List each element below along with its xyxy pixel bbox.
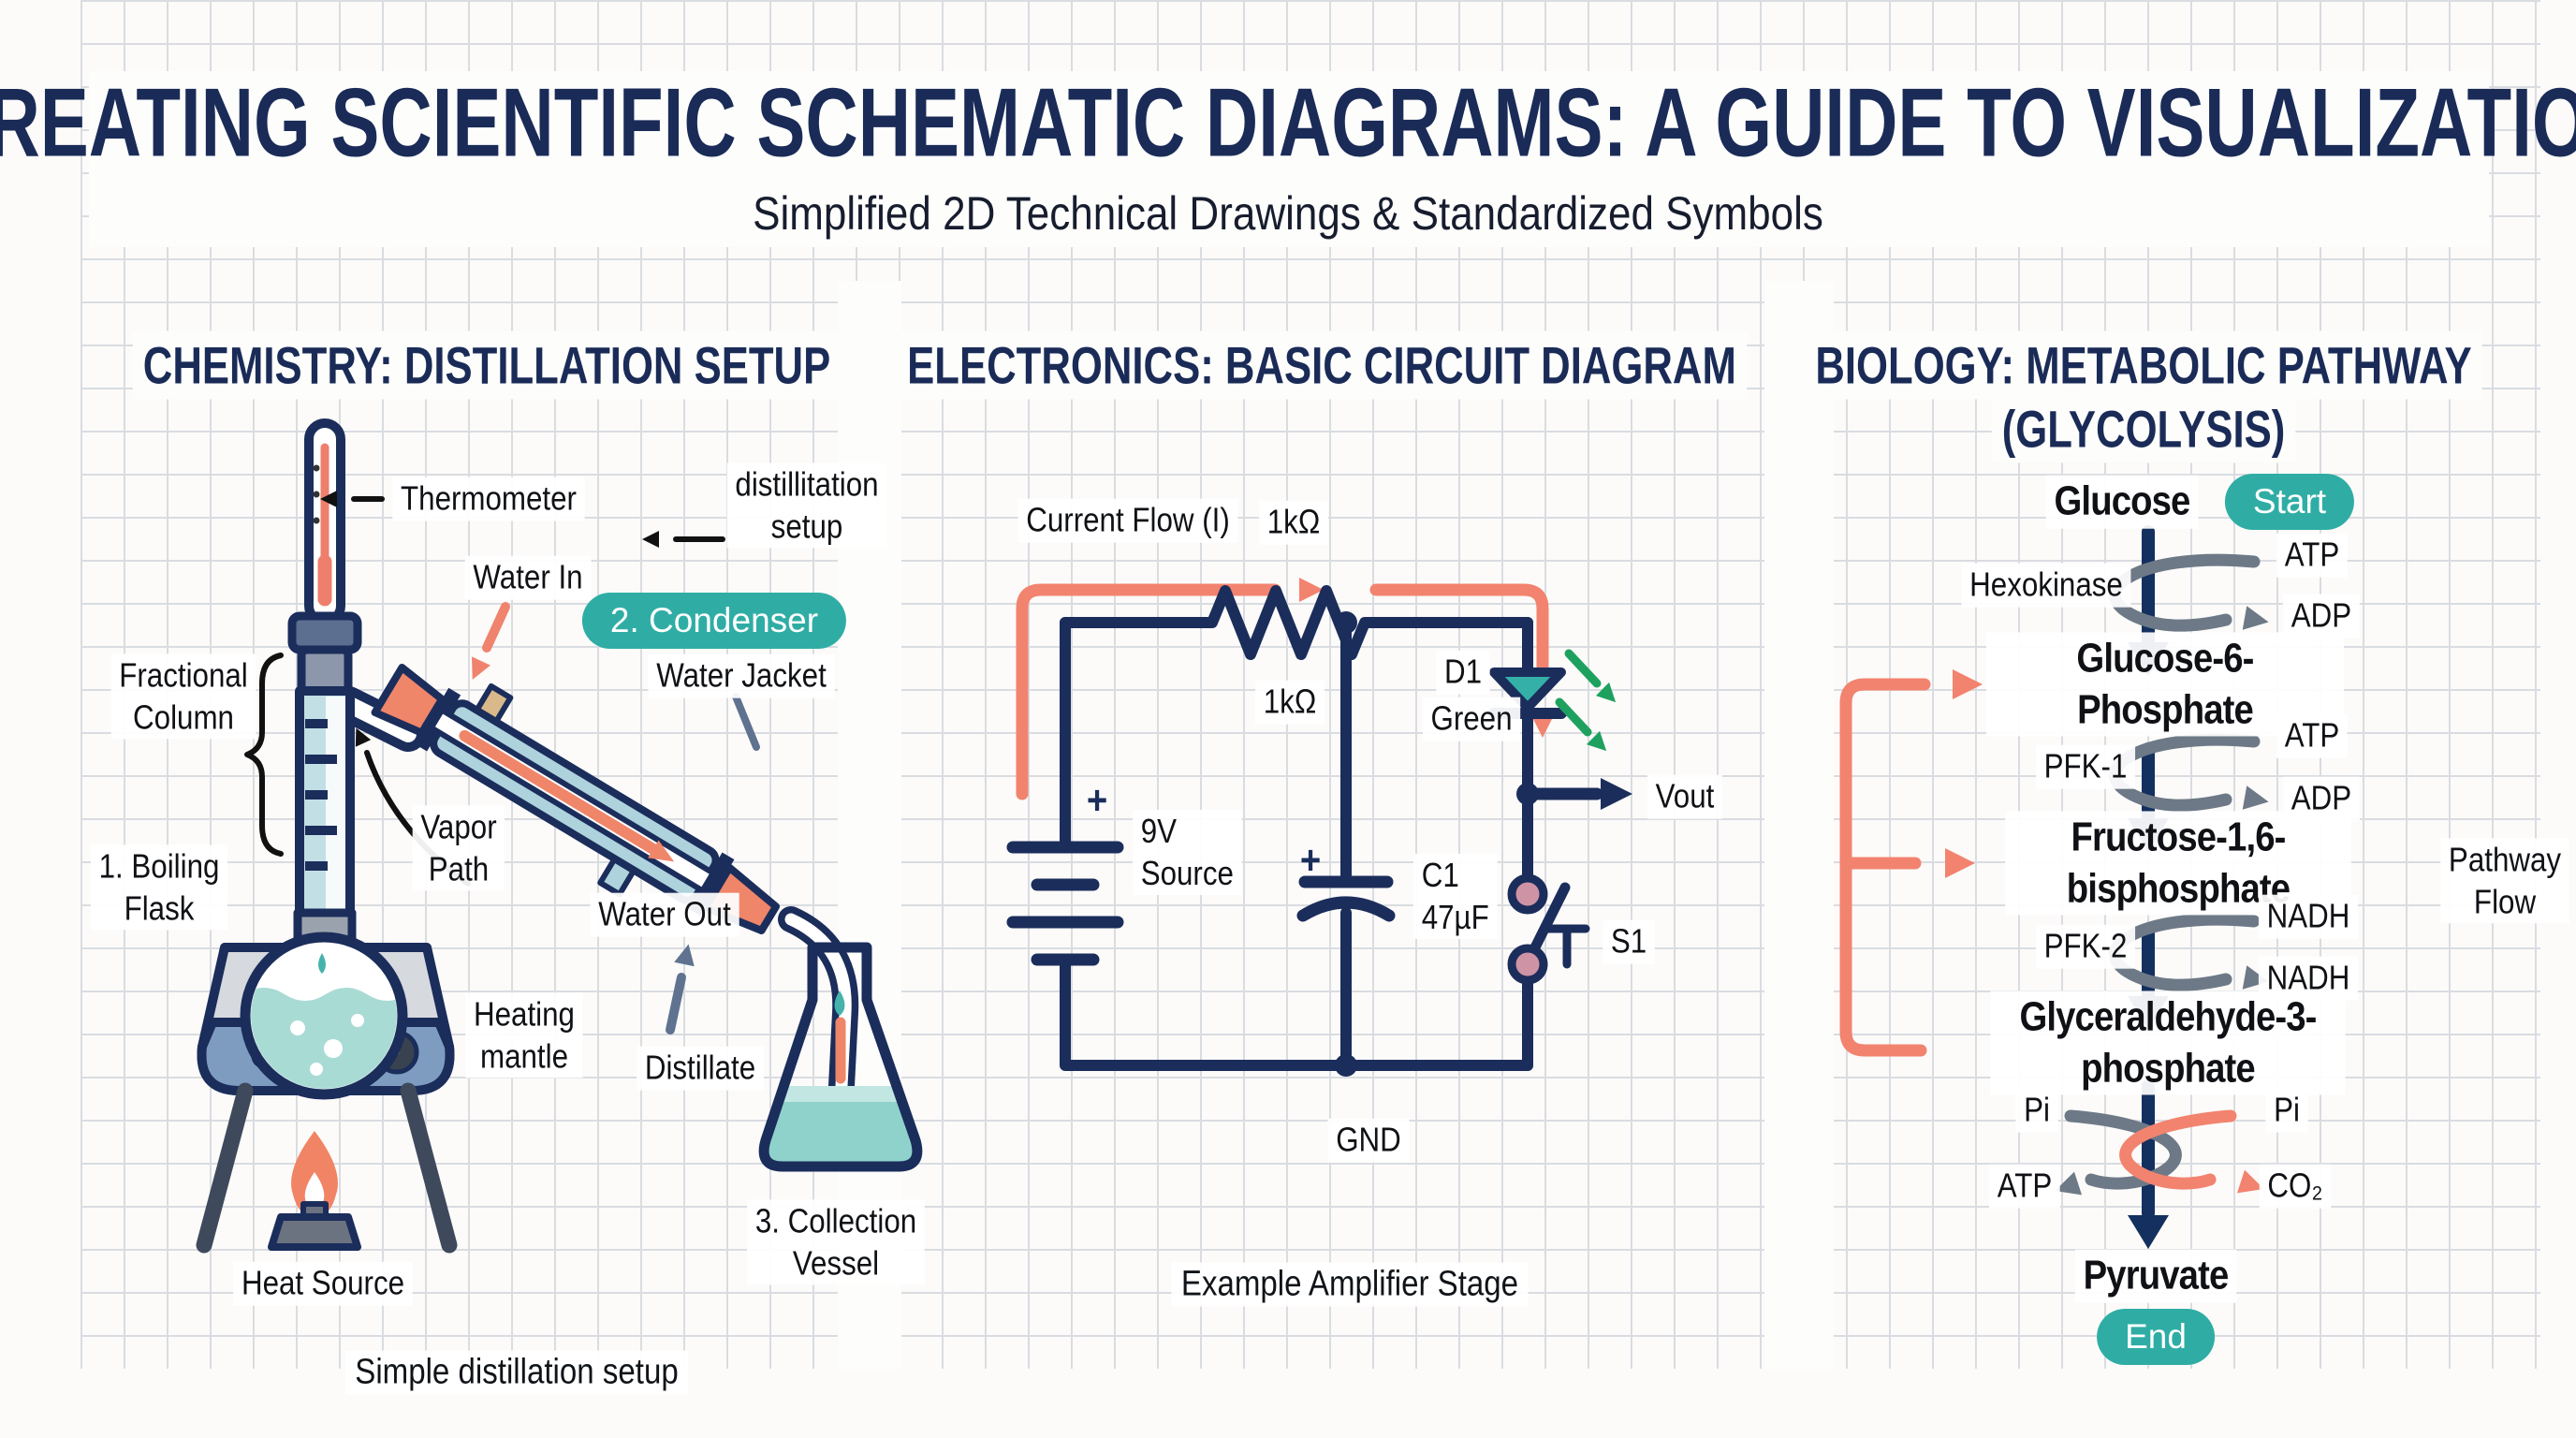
cofactor-co2: CO₂: [2259, 1164, 2332, 1209]
label-distillate: Distillate: [637, 1046, 764, 1091]
label-battery-plus: +: [1086, 777, 1108, 824]
cofactor-adp-1: ADP: [2283, 594, 2360, 638]
enzyme-pfk2: PFK-2: [2035, 924, 2136, 969]
page-subtitle: Simplified 2D Technical Drawings & Stand…: [753, 187, 1823, 240]
header-band: [89, 71, 2489, 247]
label-distillation-setup-note: distillitation setup: [726, 462, 887, 549]
cofactor-atp-2: ATP: [2276, 713, 2348, 758]
label-collection-vessel: 3. Collection Vessel: [747, 1199, 925, 1285]
end-badge: End: [2097, 1309, 2215, 1365]
cofactor-curve-arrows: [2109, 553, 2261, 991]
glycolysis-illustration: [1839, 525, 2269, 1249]
final-cross-arrows: [2064, 1109, 2237, 1190]
metabolite-g3p: Glyceraldehyde-3-phosphate: [1990, 990, 2346, 1095]
switch-symbol: [1507, 873, 1590, 985]
label-diode-color: Green: [1422, 697, 1521, 741]
label-heating-mantle: Heating mantle: [465, 992, 583, 1078]
label-gnd: GND: [1327, 1118, 1410, 1163]
stillhead-adapter: [287, 611, 362, 697]
label-capacitor-value: C1 47µF: [1413, 854, 1498, 940]
label-water-in: Water In: [464, 555, 592, 600]
cofactor-atp-3: ATP: [1989, 1164, 2060, 1209]
chemistry-pointer-arrows: [244, 491, 760, 1034]
label-thermometer: Thermometer: [392, 477, 585, 521]
biology-panel-header-line1: BIOLOGY: METABOLIC PATHWAY: [1805, 330, 2482, 400]
panel-gutter-1: [838, 281, 901, 1369]
label-vapor-path: Vapor Path: [412, 805, 505, 891]
fractionating-column: [295, 686, 355, 920]
label-water-jacket: Water Jacket: [648, 653, 835, 698]
cofactor-pi-right: Pi: [2265, 1088, 2308, 1133]
condenser-illustration: [371, 663, 781, 934]
label-resistor-value-bottom: 1kΩ: [1255, 680, 1325, 725]
label-boiling-flask: 1. Boiling Flask: [90, 844, 228, 931]
current-flow-arrow: [1016, 583, 1549, 800]
metabolite-f16bp: Fructose-1,6-bisphosphate: [2005, 811, 2351, 916]
label-pathway-flow: Pathway Flow: [2440, 838, 2569, 924]
junction-dot: [1335, 1054, 1357, 1077]
label-switch-ref: S1: [1603, 919, 1655, 964]
junction-dot: [1516, 783, 1539, 805]
label-vout: Vout: [1647, 774, 1723, 819]
distillation-illustration: [196, 418, 923, 1254]
electronics-caption: Example Amplifier Stage: [1171, 1262, 1529, 1307]
led-light-arrows: [1555, 649, 1602, 737]
label-water-out: Water Out: [590, 892, 739, 937]
cofactor-nadh-1: NADH: [2258, 894, 2359, 939]
collection-vessel-illustration: [758, 942, 923, 1172]
resistor-symbol: [1060, 585, 1533, 660]
page-title: CREATING SCIENTIFIC SCHEMATIC DIAGRAMS: …: [0, 68, 2576, 178]
metabolite-pyruvate: Pyruvate: [2074, 1249, 2237, 1303]
chemistry-panel-header: CHEMISTRY: DISTILLATION SETUP: [132, 330, 842, 400]
enzyme-hexokinase: Hexokinase: [1961, 563, 2131, 608]
electronics-panel-header: ELECTRONICS: BASIC CIRCUIT DIAGRAM: [897, 330, 1747, 400]
label-resistor-value-top: 1kΩ: [1259, 500, 1328, 545]
biology-panel-header-line2: (GLYCOLYSIS): [1991, 394, 2296, 463]
cofactor-atp-1: ATP: [2276, 533, 2348, 578]
condenser-badge: 2. Condenser: [581, 593, 847, 649]
enzyme-pfk1: PFK-1: [2035, 744, 2136, 789]
cofactor-pi-left: Pi: [2015, 1088, 2058, 1133]
panel-gutter-2: [1764, 281, 1834, 1369]
battery-symbol: [1006, 841, 1124, 966]
capacitor-symbol: [1296, 875, 1396, 922]
thermometer-illustration: [304, 418, 345, 626]
circuit-illustration: [1006, 578, 1632, 1077]
vout-arrow: [1531, 778, 1632, 810]
circuit-wires: [1060, 585, 1533, 1071]
start-badge: Start: [2224, 474, 2355, 530]
chemistry-caption: Simple distillation setup: [344, 1350, 689, 1395]
label-heat-source: Heat Source: [233, 1261, 413, 1306]
metabolite-g6p: Glucose-6-Phosphate: [1986, 632, 2344, 737]
label-cap-plus: +: [1299, 837, 1322, 884]
junction-dot: [1335, 611, 1357, 634]
heat-source-flame-illustration: [268, 1131, 361, 1251]
boiling-flask-illustration: [240, 908, 408, 1100]
label-battery-value: 9V Source: [1133, 810, 1242, 896]
label-diode-ref: D1: [1436, 650, 1490, 695]
label-fractional-column: Fractional Column: [110, 653, 256, 740]
feedback-bracket-arrow: [1839, 669, 1983, 1057]
cofactor-nadh-2: NADH: [2258, 956, 2359, 1001]
metabolite-glucose: Glucose: [2045, 475, 2199, 529]
fractional-column-brace: [244, 653, 284, 857]
label-current-flow: Current Flow (I): [1017, 498, 1238, 543]
